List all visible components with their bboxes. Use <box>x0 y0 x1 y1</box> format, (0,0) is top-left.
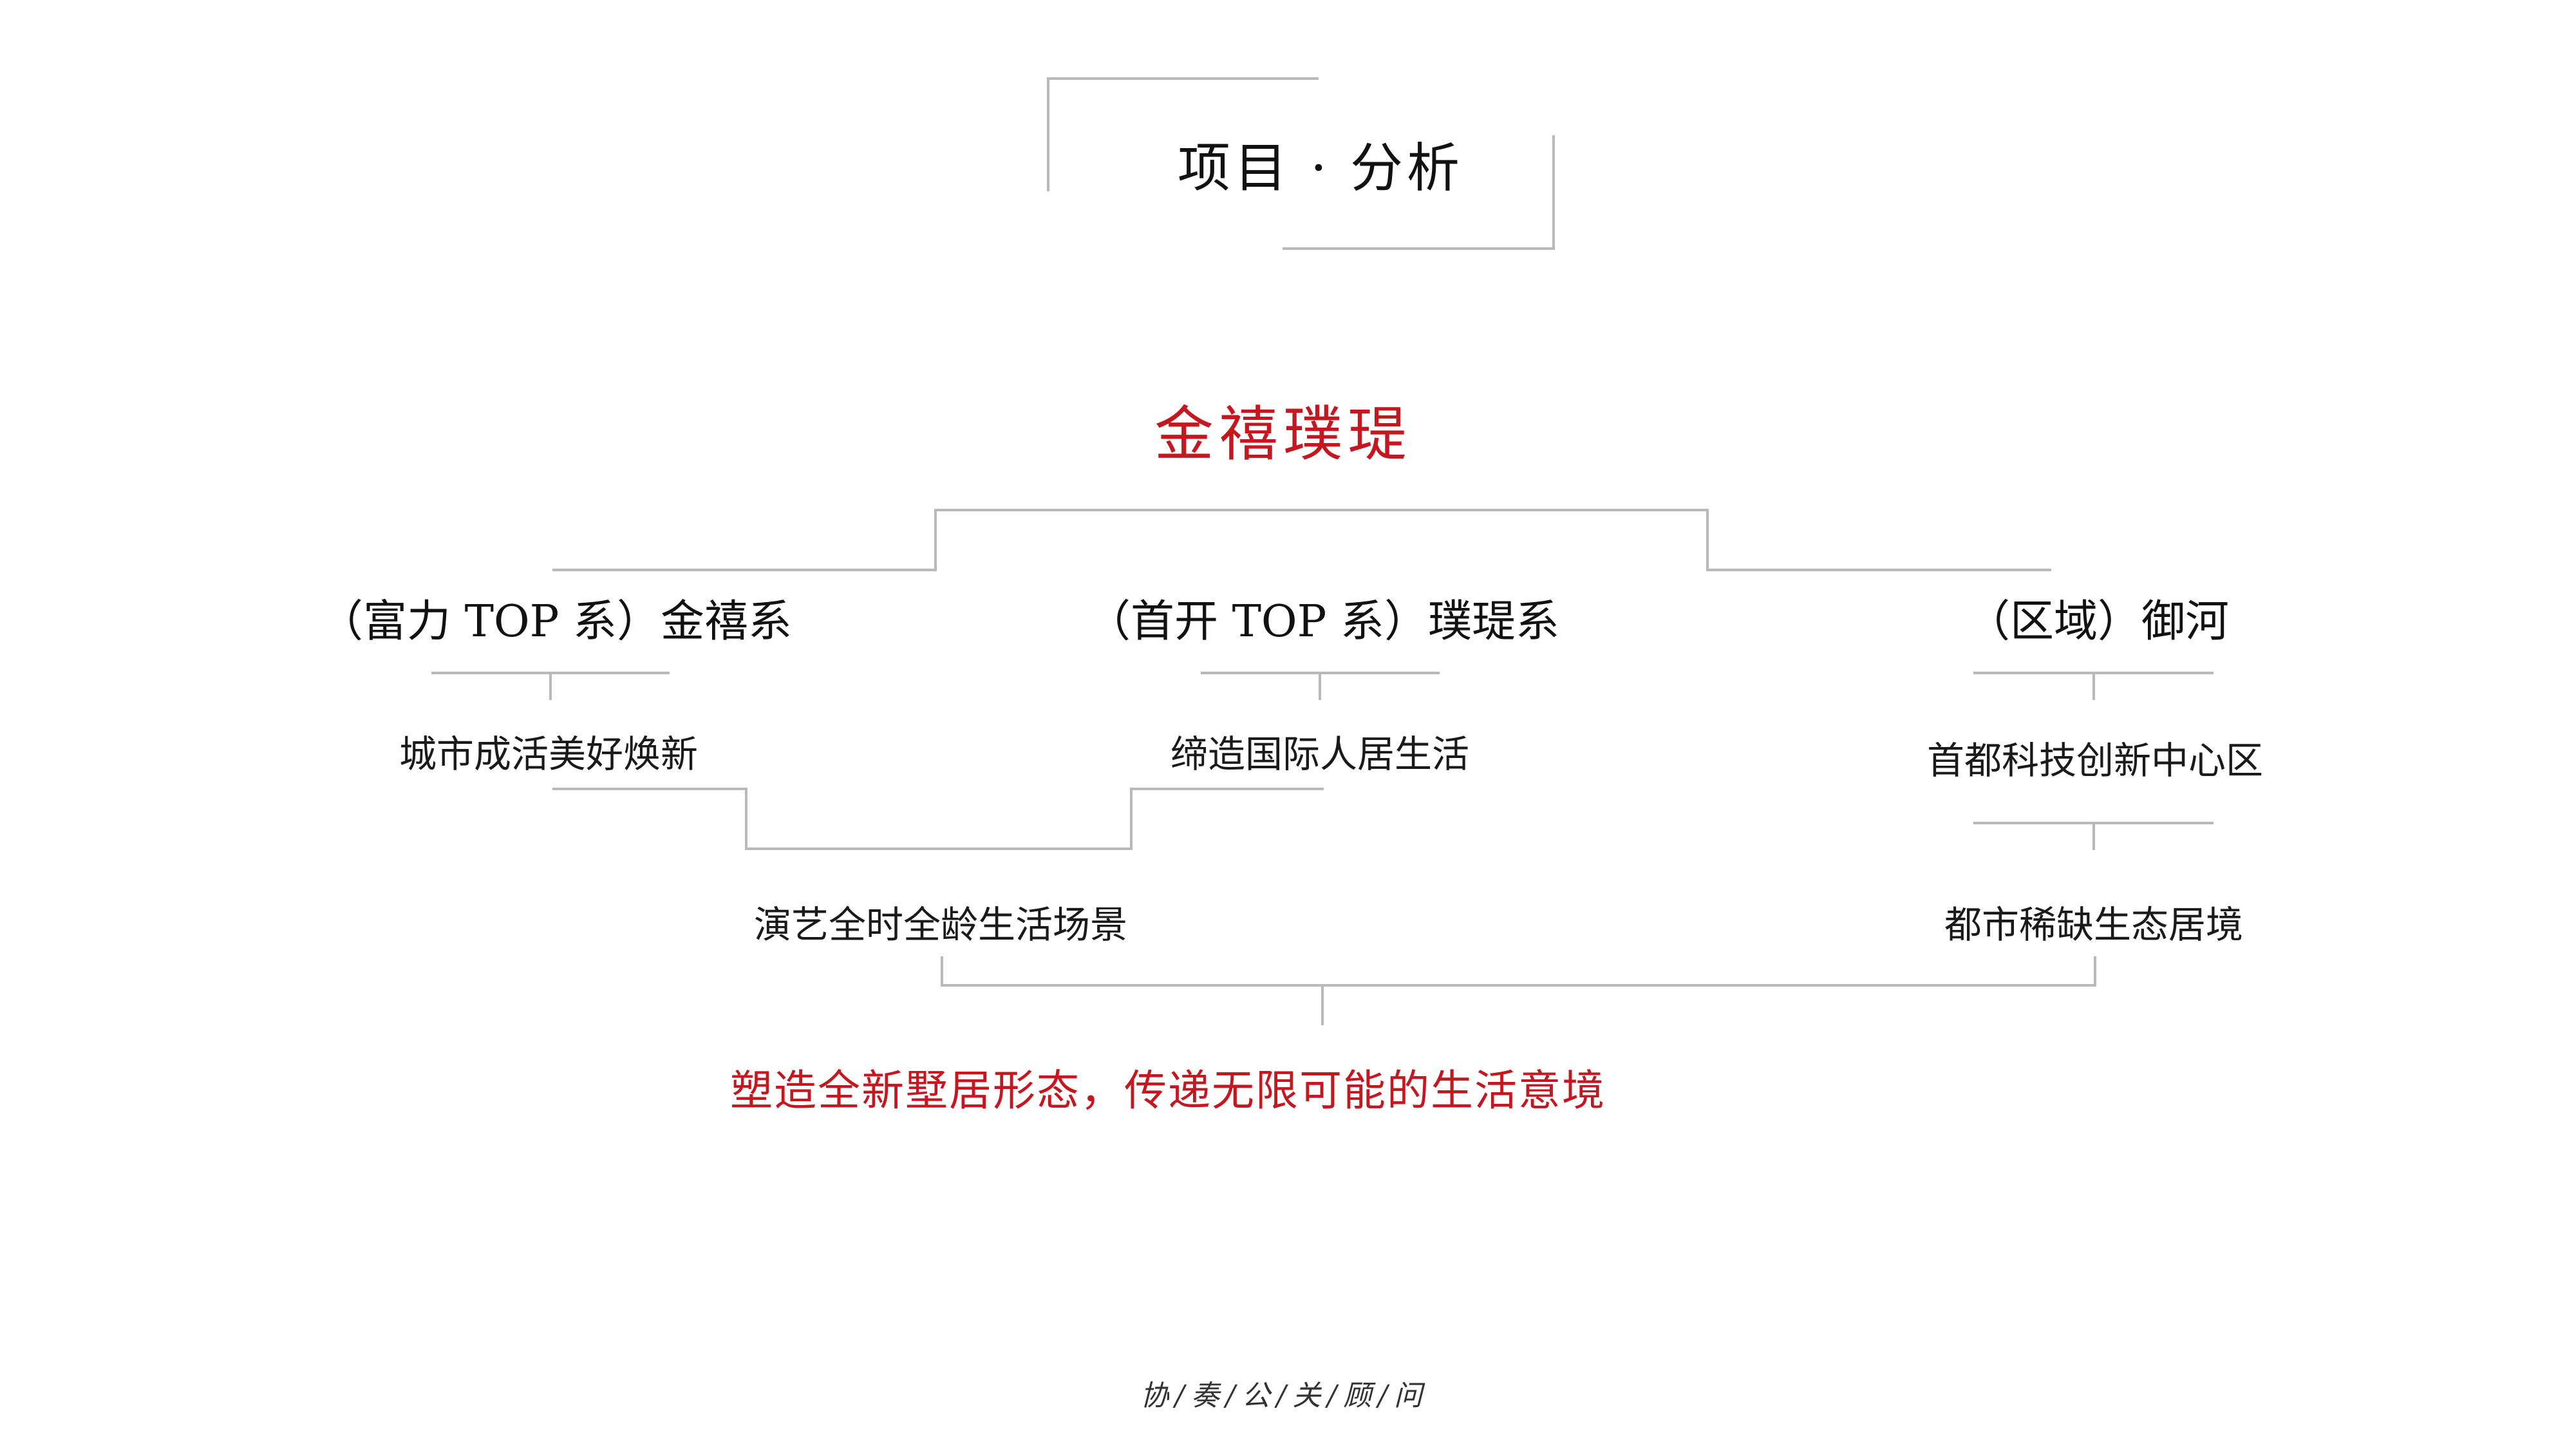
value-yuhe: 首都科技创新中心区 <box>1926 739 2264 782</box>
title-left: 项目 <box>1177 138 1291 199</box>
final-merge <box>941 956 2096 987</box>
brand-tree-left <box>552 509 2051 571</box>
merged-value: 演艺全时全龄生活场景 <box>753 903 1128 947</box>
value-fuli: 城市成活美好焕新 <box>399 732 699 776</box>
category-fuli: （富力 TOP 系）金禧系 <box>319 596 793 647</box>
conclusion-slogan: 塑造全新墅居形态，传递无限可能的生活意境 <box>730 1066 1606 1115</box>
merge-connector <box>552 788 1324 850</box>
page-title: 项目·分析 <box>1178 142 1463 195</box>
brand-name: 金禧璞瑅 <box>1154 400 1413 469</box>
value-shoukai: 缔造国际人居生活 <box>1170 732 1470 776</box>
footer-brand: 协/奏/公/关/顾/问 <box>1140 1379 1429 1412</box>
title-separator: · <box>1310 138 1331 199</box>
title-right: 分析 <box>1350 138 1464 199</box>
category-shoukai: （首开 TOP 系）璞瑅系 <box>1086 596 1560 647</box>
value-yuhe-2: 都市稀缺生态居境 <box>1944 903 2244 947</box>
title-bracket-bottom-right <box>1283 135 1555 250</box>
category-yuhe: （区域）御河 <box>1966 596 2230 647</box>
title-bracket-top-left <box>1047 77 1319 191</box>
